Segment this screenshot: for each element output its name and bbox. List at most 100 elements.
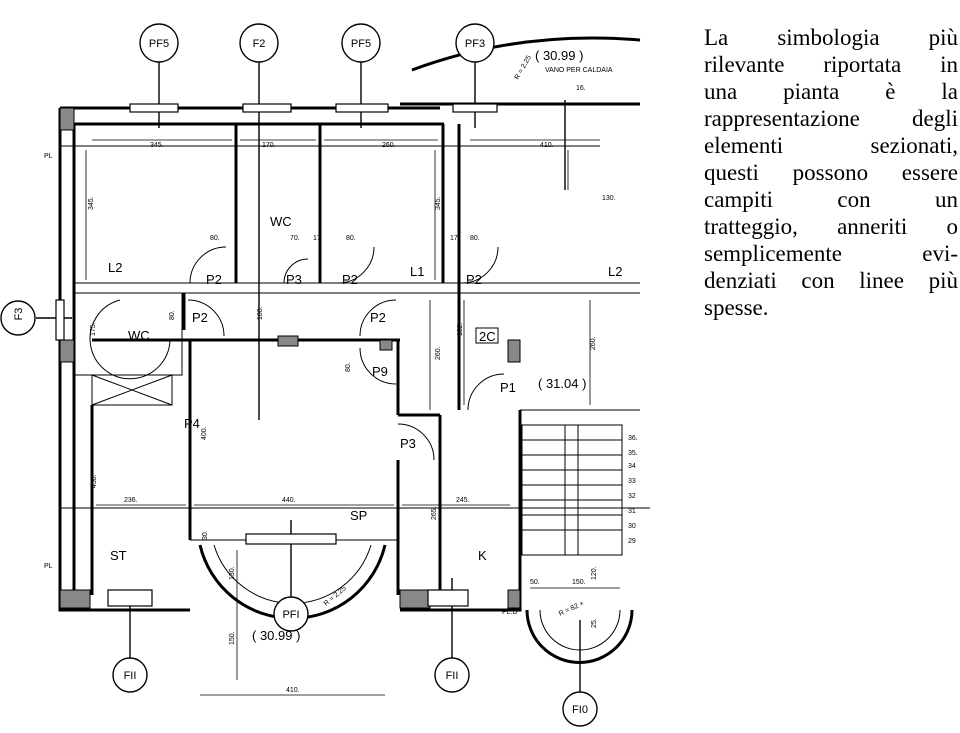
room-label-st: ST bbox=[110, 548, 127, 563]
elevation-top: ( 30.99 ) bbox=[535, 48, 583, 63]
dimension-label: 440. bbox=[282, 497, 296, 504]
door-label: P2 bbox=[342, 272, 358, 287]
room-label-l1: L1 bbox=[410, 264, 424, 279]
door-label: P1 bbox=[500, 380, 516, 395]
caption-line: tratteggio, anneriti o bbox=[704, 214, 958, 239]
dimension-label: 130. bbox=[602, 195, 616, 202]
dimension-label: 80. bbox=[345, 362, 352, 372]
dimension-label: 410. bbox=[540, 142, 554, 149]
stair-step-number: 33 bbox=[628, 478, 636, 485]
dimension-label: 80. bbox=[210, 235, 220, 242]
dimension-label: 150. bbox=[572, 579, 586, 586]
door-label: P3 bbox=[286, 272, 302, 287]
door-label: P2 bbox=[370, 310, 386, 325]
dimension-label: R = 82 × bbox=[558, 600, 585, 618]
dimension-label: 175. bbox=[90, 322, 97, 336]
axis-bubble-top-4: PF3 bbox=[455, 23, 495, 63]
room-label-l2-right: L2 bbox=[608, 264, 622, 279]
stair-step-number: 31 bbox=[628, 508, 636, 515]
floor-plan: PF5 F2 PF5 PF3 F3 FII PFI FII FI0 L2 WC … bbox=[0, 23, 650, 727]
caption-line: questi possono essere bbox=[704, 160, 958, 185]
stair-step-number: 32 bbox=[628, 493, 636, 500]
pl-mark: PL bbox=[44, 563, 53, 570]
axis-bubble-label: PFI bbox=[282, 609, 299, 621]
balconies bbox=[198, 36, 641, 664]
caption-line: rappresentazione degli bbox=[704, 106, 958, 131]
dimension-label: 400. bbox=[201, 426, 208, 440]
axis-bubble-label: F3 bbox=[13, 308, 25, 321]
dimension-label: 80. bbox=[169, 310, 176, 320]
pl-mark: PL bbox=[44, 153, 53, 160]
dimension-label: R = 2.25 bbox=[514, 54, 533, 81]
axis-bubble-label: FII bbox=[124, 670, 137, 682]
boiler-niche-label: VANO PER CALDAIA bbox=[545, 67, 613, 74]
dimension-label: 260. bbox=[590, 336, 597, 350]
dimension-label: 182. bbox=[457, 322, 464, 336]
dimension-label: 150. bbox=[229, 631, 236, 645]
axis-bubble-top-2: F2 bbox=[239, 23, 279, 63]
outer-walls bbox=[58, 102, 650, 612]
dimension-label: 70. bbox=[290, 235, 300, 242]
caption-line: spesse. bbox=[704, 295, 769, 320]
caption-line: semplicemente evi- bbox=[704, 241, 958, 266]
elevation-mid: ( 31.04 ) bbox=[538, 376, 586, 391]
dimension-lines bbox=[85, 139, 620, 696]
stair-step-number: 34 bbox=[628, 463, 636, 470]
dimension-label: 35. bbox=[628, 450, 638, 457]
dimension-label: 17. bbox=[450, 235, 460, 242]
room-label-2c: 2C bbox=[479, 329, 496, 344]
axis-bubble-label: FI0 bbox=[572, 704, 588, 716]
dimension-label: 30. bbox=[202, 530, 209, 540]
room-label-sp: SP bbox=[350, 508, 367, 523]
axis-bubble-top-1: PF5 bbox=[139, 23, 179, 63]
room-label-l2-left: L2 bbox=[108, 260, 122, 275]
dimension-label: 265. bbox=[431, 506, 438, 520]
dimension-label: 345. bbox=[435, 196, 442, 210]
axis-bubble-bottom-1: FII bbox=[112, 657, 148, 693]
wall-piers bbox=[59, 107, 521, 609]
dimension-label: 16. bbox=[576, 85, 586, 92]
door-label: P9 bbox=[372, 364, 388, 379]
axis-bubble-label: F2 bbox=[253, 38, 266, 50]
dimension-label: 170. bbox=[262, 142, 276, 149]
dimension-label: 260. bbox=[435, 346, 442, 360]
windows bbox=[55, 103, 498, 607]
dimension-label: 120. bbox=[591, 566, 598, 580]
dimension-label: 25. bbox=[591, 618, 598, 628]
dimension-label: 236. bbox=[124, 497, 138, 504]
axis-bubble-left: F3 bbox=[0, 300, 36, 336]
dimension-label: 80. bbox=[470, 235, 480, 242]
dimension-label: 17 bbox=[313, 235, 321, 242]
caption-paragraph: La simbologia più rilevante riportata in… bbox=[704, 24, 958, 321]
door-label: P3 bbox=[400, 436, 416, 451]
axis-bubble-label: FII bbox=[446, 670, 459, 682]
dimension-label: 450. bbox=[91, 474, 98, 488]
axis-bubble-bottom-3: FII bbox=[434, 657, 470, 693]
caption-line: elementi sezionati, bbox=[704, 133, 958, 158]
axis-bubble-bottom-2: PFI bbox=[273, 596, 309, 632]
pl-mark: PL.D bbox=[502, 609, 518, 616]
axis-bubble-top-3: PF5 bbox=[341, 23, 381, 63]
stair-step-number: 30 bbox=[628, 523, 636, 530]
dimension-label: 245. bbox=[456, 497, 470, 504]
door-label: P2 bbox=[466, 272, 482, 287]
room-label-wc-lower: WC bbox=[128, 328, 150, 343]
door-label: P2 bbox=[192, 310, 208, 325]
caption-line: campiti con un bbox=[704, 187, 958, 212]
dimension-label: 260. bbox=[382, 142, 396, 149]
room-label-k: K bbox=[478, 548, 487, 563]
door-label: P2 bbox=[206, 272, 222, 287]
dimension-label: 80. bbox=[346, 235, 356, 242]
dimension-label: 345. bbox=[150, 142, 164, 149]
interior-walls bbox=[73, 124, 640, 595]
dimension-label: 50. bbox=[530, 579, 540, 586]
caption-line: denziati con linee più bbox=[704, 268, 958, 293]
axis-bubble-bottom-4: FI0 bbox=[562, 691, 598, 727]
elevation-bottom: ( 30.99 ) bbox=[252, 628, 300, 643]
door-label: P4 bbox=[184, 416, 200, 431]
staircase bbox=[521, 424, 623, 556]
dimension-label: 410. bbox=[286, 687, 300, 694]
axis-bubble-label: PF5 bbox=[351, 38, 371, 50]
stair-step-numbers: 34 33 32 31 30 29 bbox=[628, 463, 636, 545]
dimension-label: 345. bbox=[88, 196, 95, 210]
